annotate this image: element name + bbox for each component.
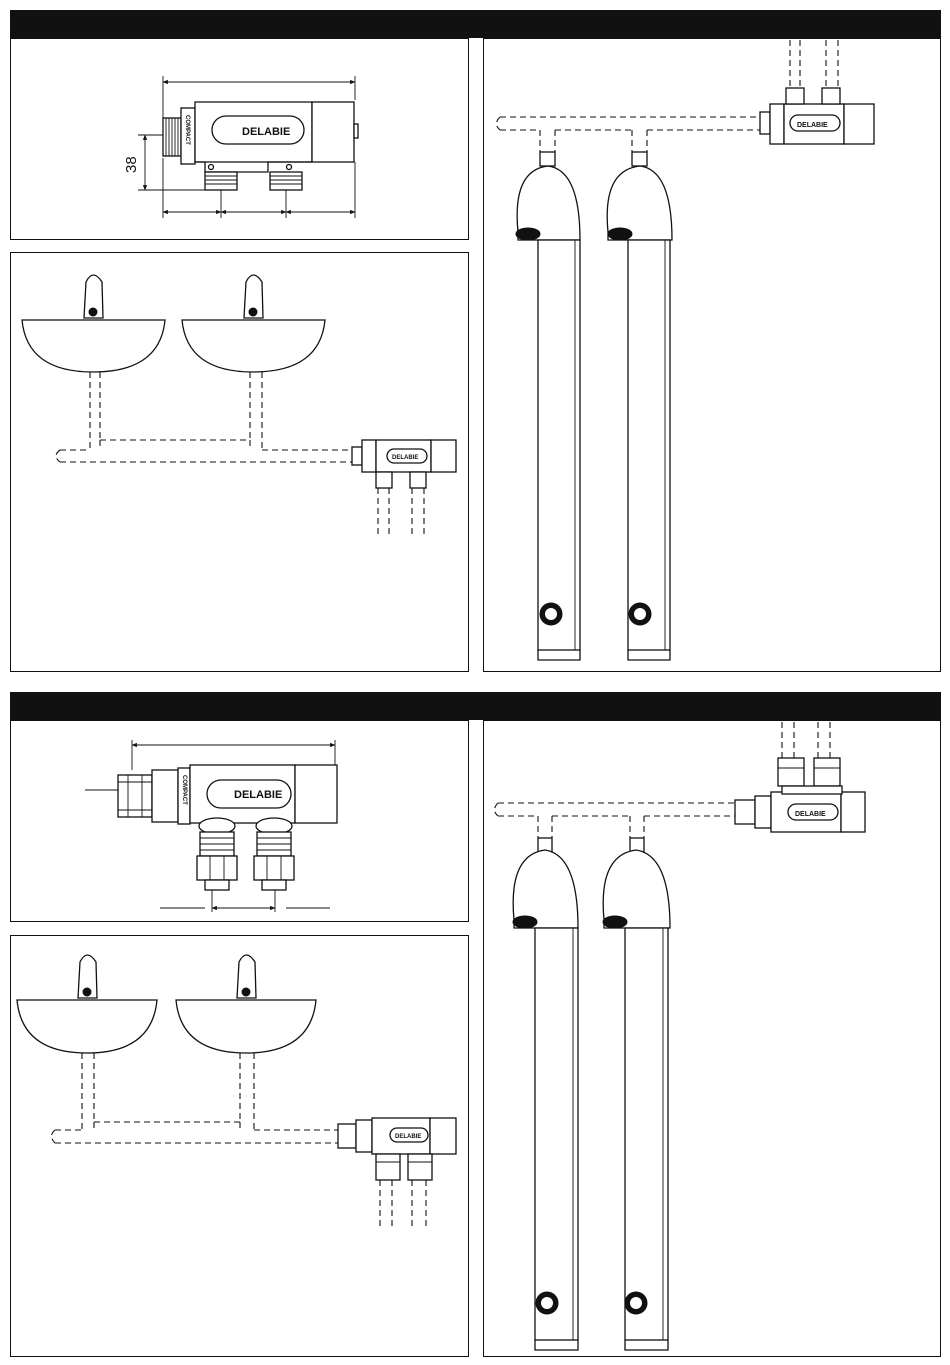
basin-installation-bottom: DELABIE [17, 955, 456, 1230]
brand-label-shower-top: DELABIE [797, 122, 828, 129]
basin-installation-top: DELABIE [22, 275, 456, 535]
shower-installation-top: DELABIE [497, 40, 875, 660]
brand-label-shower-bottom: DELABIE [795, 811, 826, 818]
brand-label: DELABIE [242, 126, 290, 138]
basin-bowl-1 [22, 320, 165, 372]
basin-bowl-2 [182, 320, 325, 372]
side-label-compact-2: COMPACT [181, 775, 187, 805]
brand-label-2: DELABIE [234, 789, 282, 801]
mixer-dimension-drawing-top: 38 COMPACT DELABIE [123, 76, 358, 218]
brand-label-basin-bottom: DELABIE [395, 1134, 421, 1140]
shower-installation-bottom: DELABIE [495, 722, 866, 1350]
brand-label-small: DELABIE [392, 455, 418, 461]
side-label-compact: COMPACT [184, 115, 190, 145]
mixer-dimension-drawing-bottom: COMPACT DELABIE [85, 740, 337, 912]
height-dimension-label: 38 [123, 156, 140, 173]
